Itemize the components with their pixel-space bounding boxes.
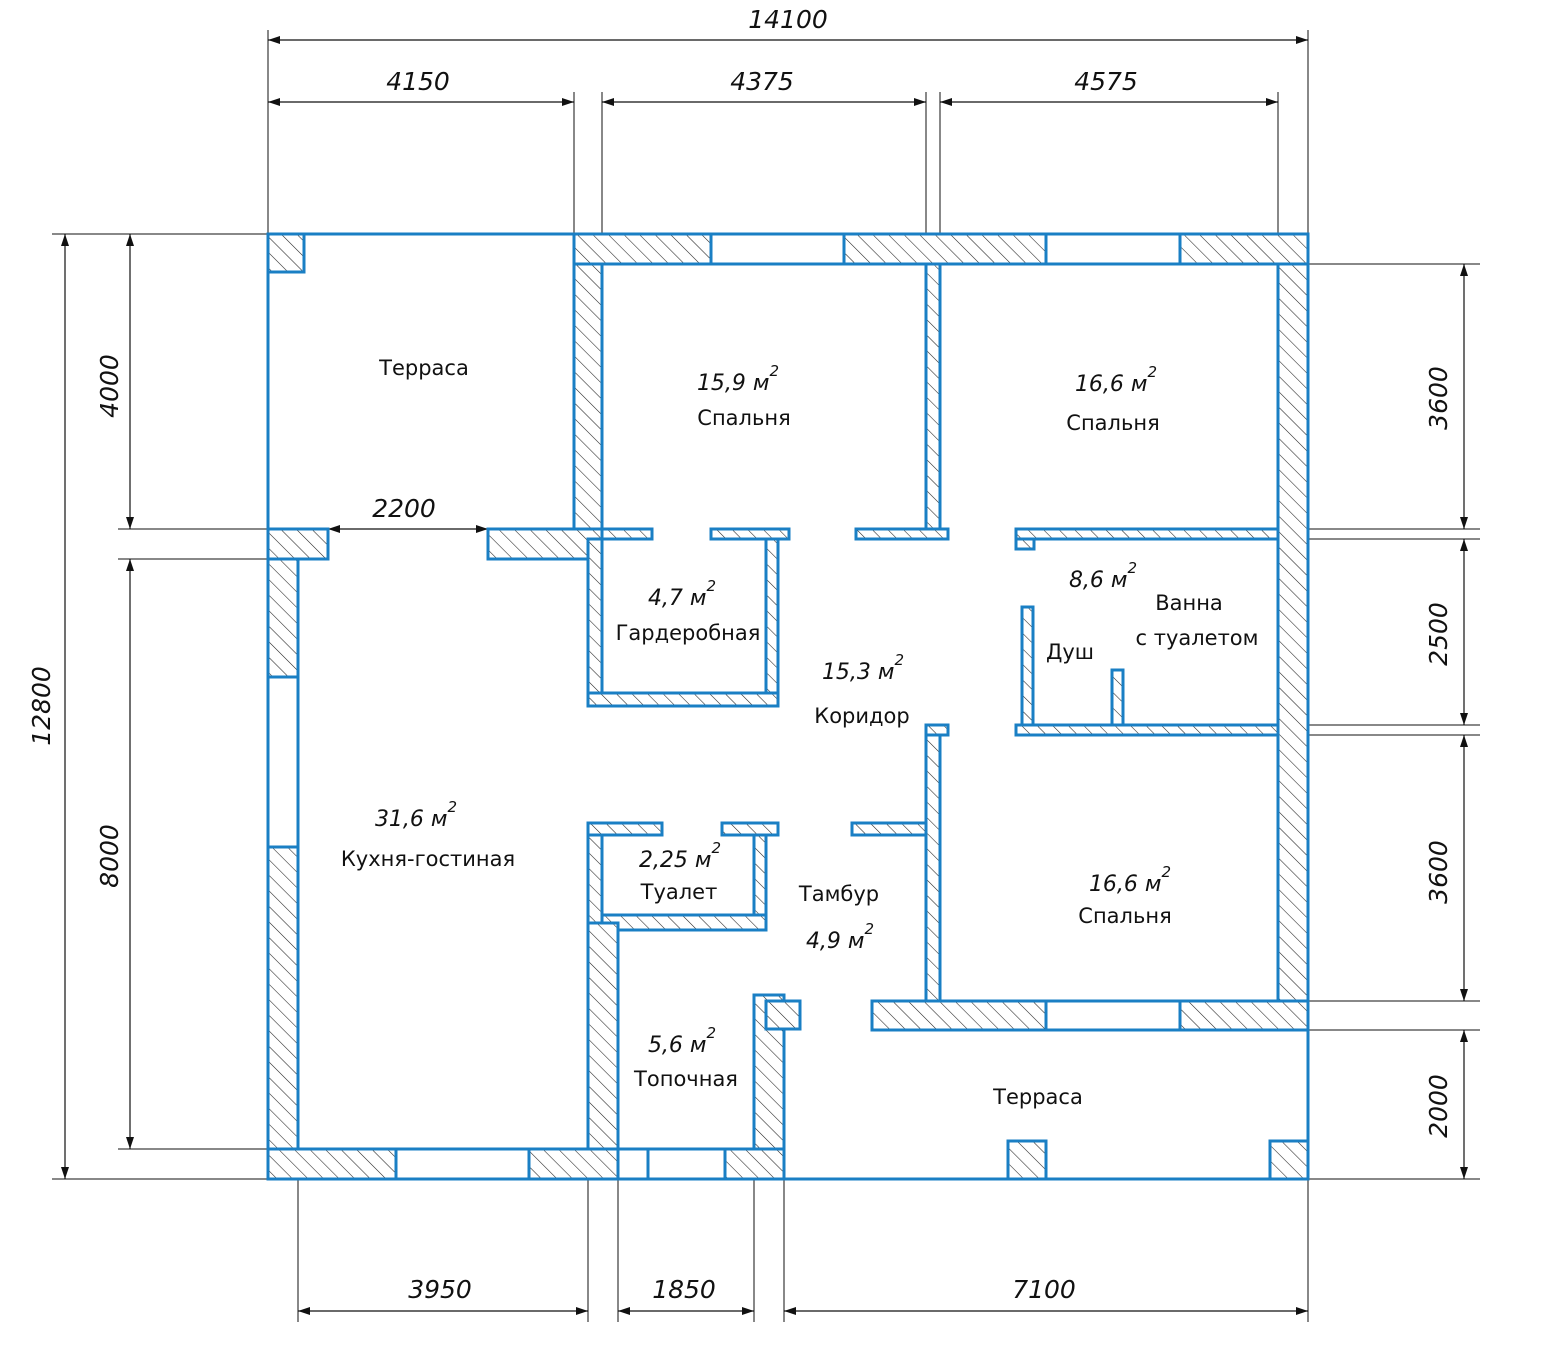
room-bedroom-1-name: Спальня (697, 406, 790, 430)
room-bedroom-3-name: Спальня (1078, 904, 1171, 928)
room-bathroom-name-1: Ванна (1155, 591, 1223, 615)
room-kitchen-area: 31,6 м2 (375, 798, 457, 832)
room-bedroom-1-area: 15,9 м2 (697, 362, 779, 396)
dim-top-3: 4575 (1074, 67, 1138, 96)
dim-right-4: 2000 (1424, 1074, 1453, 1138)
room-toilet-name: Туалет (640, 880, 718, 904)
room-terrace-top-name: Терраса (378, 356, 469, 380)
dim-terrace-opening: 2200 (372, 494, 436, 523)
dim-top-total: 14100 (748, 5, 828, 34)
room-wardrobe-area: 4,7 м2 (648, 577, 716, 611)
room-kitchen-name: Кухня-гостиная (341, 847, 515, 871)
room-labels: Терраса 15,9 м2 Спальня 16,6 м2 Спальня … (341, 356, 1259, 1109)
room-toilet-area: 2,25 м2 (639, 839, 721, 873)
dim-top-2: 4375 (730, 67, 794, 96)
room-bedroom-2-area: 16,6 м2 (1075, 363, 1157, 397)
room-corridor-name: Коридор (814, 704, 909, 728)
dim-bottom-1: 3950 (408, 1275, 472, 1304)
dimension-lines (61, 36, 1468, 1315)
dim-right-1: 3600 (1424, 366, 1453, 430)
room-bathroom-area: 8,6 м2 (1069, 559, 1137, 593)
room-boiler-area: 5,6 м2 (648, 1024, 716, 1058)
room-bathroom-name-2: с туалетом (1135, 626, 1258, 650)
room-bedroom-3-area: 16,6 м2 (1089, 863, 1171, 897)
dim-left-total: 12800 (27, 666, 56, 746)
room-wardrobe-name: Гардеробная (616, 621, 761, 645)
room-vestibule-name: Тамбур (798, 882, 879, 906)
room-terrace-bottom-name: Терраса (992, 1085, 1083, 1109)
room-bedroom-2-name: Спальня (1066, 411, 1159, 435)
dim-bottom-2: 1850 (652, 1275, 716, 1304)
extension-lines (52, 30, 1480, 1322)
walls (266, 232, 1310, 1181)
dimension-labels: 14100 4150 4375 4575 12800 4000 8000 220… (27, 5, 1453, 1304)
room-shower-name: Душ (1046, 640, 1094, 664)
dim-bottom-3: 7100 (1012, 1275, 1076, 1304)
dim-top-1: 4150 (386, 67, 450, 96)
room-vestibule-area: 4,9 м2 (806, 920, 874, 954)
room-boiler-name: Топочная (633, 1067, 738, 1091)
dim-left-1: 4000 (95, 354, 124, 418)
room-corridor-area: 15,3 м2 (822, 651, 904, 685)
dim-right-2: 2500 (1424, 602, 1453, 666)
dim-right-3: 3600 (1424, 840, 1453, 904)
dim-left-2: 8000 (95, 824, 124, 888)
